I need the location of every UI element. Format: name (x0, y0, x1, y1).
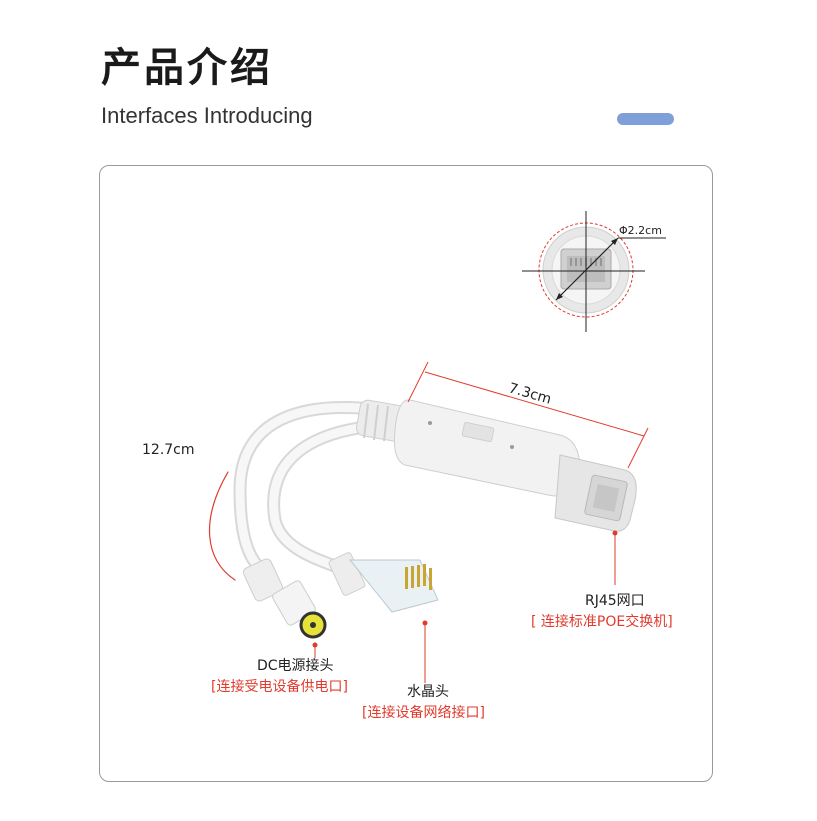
accent-bar (617, 113, 674, 125)
rj45-port-name: RJ45网口 (585, 593, 645, 609)
port-end-view (522, 211, 666, 332)
length-dimension (407, 361, 649, 469)
page-subtitle: Interfaces Introducing (101, 103, 313, 128)
dc-plug (242, 558, 327, 639)
dc-plug-name: DC电源接头 (257, 658, 334, 674)
crystal-head-name: 水晶头 (407, 684, 449, 700)
callout-leaders (314, 533, 616, 683)
dc-plug-desc: [连接受电设备供电口] (211, 679, 348, 695)
product-panel (99, 165, 713, 782)
diameter-label: Φ2.2cm (619, 224, 662, 237)
crystal-head-desc: [连接设备网络接口] (362, 705, 485, 721)
cable-length-label: 12.7cm (142, 442, 195, 458)
splitter-body (394, 399, 637, 532)
cable-assembly (209, 401, 392, 581)
rj45-connector (328, 552, 439, 613)
page-title: 产品介绍 (101, 45, 273, 91)
rj45-port-desc: [ 连接标准POE交换机] (531, 614, 673, 630)
